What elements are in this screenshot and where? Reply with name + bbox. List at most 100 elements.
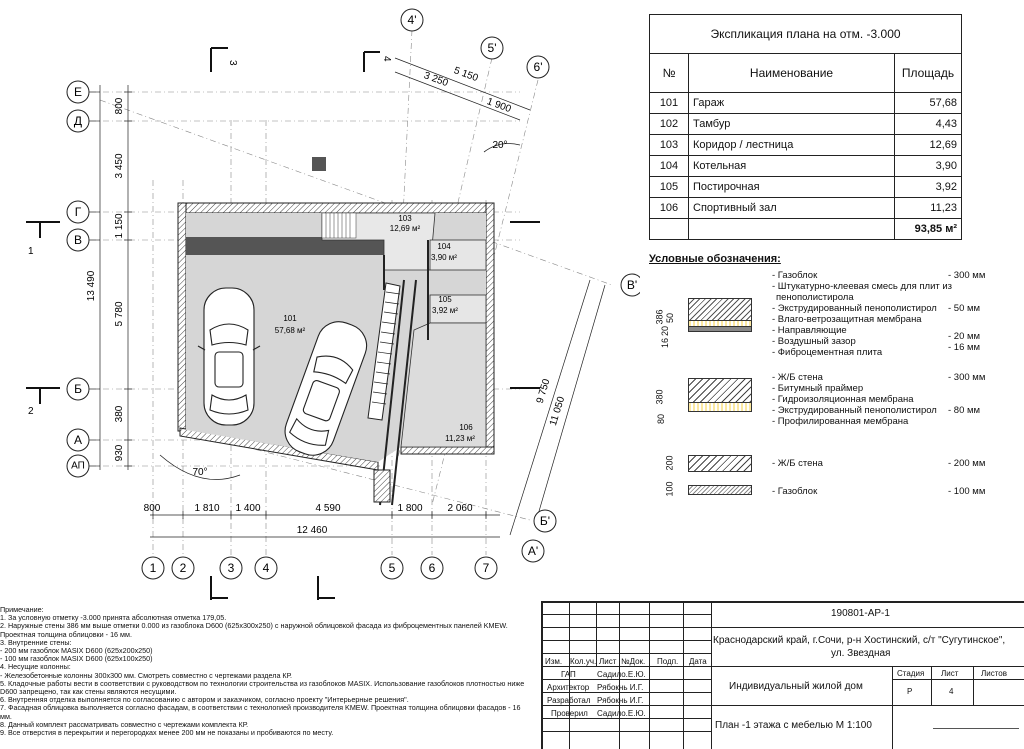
row-num: 101 (649, 92, 689, 114)
axis-label-d: Д (74, 114, 82, 128)
room-106-num: 106 (459, 423, 473, 432)
axis-label-5: 5 (389, 561, 396, 575)
sheet-title: План -1 этажа с мебелью М 1:100 (715, 720, 872, 731)
axis-label-a: А (74, 433, 82, 447)
col-podp: Подп. (657, 657, 679, 666)
legend-g2-4: - Профилированная мембрана (772, 416, 909, 427)
axis-label-5p: 5' (488, 41, 497, 55)
room-106-area: 11,23 м² (445, 434, 475, 443)
legend-dim-386: 386 (654, 309, 665, 325)
column-marker (312, 157, 326, 171)
car-2 (284, 321, 368, 456)
notes-block: Примечание: 1. За условную отметку -3.00… (0, 606, 538, 737)
legend-g1-0: - Газоблок (772, 270, 818, 281)
row-name: Котельная (688, 155, 895, 177)
col-data: Дата (689, 657, 707, 666)
note-line: D600 запрещено, так как стены являются н… (0, 688, 177, 697)
axis-label-4p: 4' (408, 13, 417, 27)
dim-bottom-4590: 4 590 (315, 503, 340, 514)
legend-g3: - Ж/Б стена (772, 458, 823, 469)
dim-left-13490: 13 490 (86, 270, 97, 301)
explication-table: Экспликация плана на отм. -3.000 № Наиме… (649, 14, 962, 240)
axis-label-ap: АП (71, 461, 85, 472)
name-gap: Садило.Е.Ю. (597, 670, 646, 679)
row-name: Постирочная (688, 176, 895, 198)
role-architect: Архитектор (547, 683, 590, 692)
project-code: 190801-АР-1 (831, 608, 890, 619)
note-line: Примечание: (0, 606, 44, 614)
company-stamp (933, 718, 1019, 729)
room-104-area: 3,90 м² (431, 253, 457, 262)
role-developer: Разработал (547, 696, 591, 705)
legend-dim-380: 380 (654, 389, 665, 405)
title-block: 190801-АР-1 Краснодарский край, г.Сочи, … (541, 601, 1024, 749)
room-101-num: 101 (283, 314, 297, 323)
legend-dim-80: 80 (656, 413, 667, 425)
section-mark-4: 4 (381, 56, 392, 62)
dim-left-3450: 3 450 (114, 153, 125, 178)
room-104-num: 104 (437, 242, 451, 251)
stairs-diagonal (367, 282, 401, 503)
total-area: 93,85 м² (894, 218, 962, 240)
col-header-area: Площадь (894, 53, 962, 93)
note-line: 3. Внутренние стены: (0, 638, 72, 647)
row-num: 104 (649, 155, 689, 177)
name-checker: Садило.Е.Ю. (597, 709, 646, 718)
axis-label-6p: 6' (534, 60, 543, 74)
legend-dim-20: 20 (660, 325, 671, 337)
explication-title: Экспликация плана на отм. -3.000 (649, 14, 962, 54)
axis-label-2: 2 (180, 561, 187, 575)
col-header-name: Наименование (688, 53, 895, 93)
col-list: Лист (599, 657, 617, 666)
axis-bubbles (66, 8, 640, 580)
object-name: Индивидуальный жилой дом (729, 681, 863, 692)
axis-label-bp: Б' (540, 514, 550, 528)
stage-value: Р (907, 687, 913, 696)
legend-g1-6-val: - 20 мм (948, 331, 981, 342)
legend-hatch-cladding (688, 326, 752, 332)
legend-title: Условные обозначения: (649, 253, 781, 265)
row-name: Спортивный зал (688, 197, 895, 219)
note-line: 4. Несущие колонны: (0, 663, 71, 672)
axis-label-4: 4 (263, 561, 270, 575)
legend-g1-6: - Воздушный зазор (772, 336, 856, 347)
storage-strip (186, 237, 386, 255)
row-num: 103 (649, 134, 689, 156)
room-106-box (400, 322, 487, 448)
room-104-box (429, 239, 487, 271)
room-105-box (429, 294, 487, 324)
legend-g1-3-val: - 50 мм (948, 303, 981, 314)
table-total-row: 93,85 м² (649, 218, 962, 240)
legend-dim-200: 200 (664, 455, 675, 471)
dim-right-11050: 11 050 (548, 395, 567, 427)
row-num: 105 (649, 176, 689, 198)
axis-label-3: 3 (228, 561, 235, 575)
sheet-label: Лист (941, 669, 959, 678)
legend-g3-val: - 200 мм (948, 458, 986, 469)
dim-bottom-2060: 2 060 (447, 503, 472, 514)
section-mark-3: 3 (227, 60, 238, 66)
note-line: 1. За условную отметку -3.000 принята аб… (0, 614, 227, 623)
project-address: Краснодарский край, г.Сочи, р-н Хостинск… (713, 635, 1006, 646)
section-mark-1: 1 (28, 246, 34, 257)
legend-g1-0-val: - 300 мм (948, 270, 986, 281)
legend-dim-100: 100 (664, 481, 675, 497)
legend-g2-2: - Гидроизоляционная мембрана (772, 394, 914, 405)
row-area: 11,23 (894, 197, 962, 219)
floor-plan: Е Д Г В Б А АП 1 2 3 4 5 6 7 4' 5' 6' В'… (26, 8, 640, 600)
legend-hatch-gasblock (688, 298, 752, 322)
sheets-label: Листов (981, 669, 1007, 678)
legend-g2-0: - Ж/Б стена (772, 372, 823, 383)
legend-g1-3: - Экструдированный пенополистирол (772, 303, 937, 314)
dimension-lines (99, 57, 606, 538)
row-name: Гараж (688, 92, 895, 114)
legend-dim-50: 50 (665, 312, 676, 324)
name-developer: Рябокнь И.Г. (597, 696, 644, 705)
axis-label-vp: В' (627, 278, 637, 292)
legend-hatch-gasblock-100 (688, 485, 752, 495)
